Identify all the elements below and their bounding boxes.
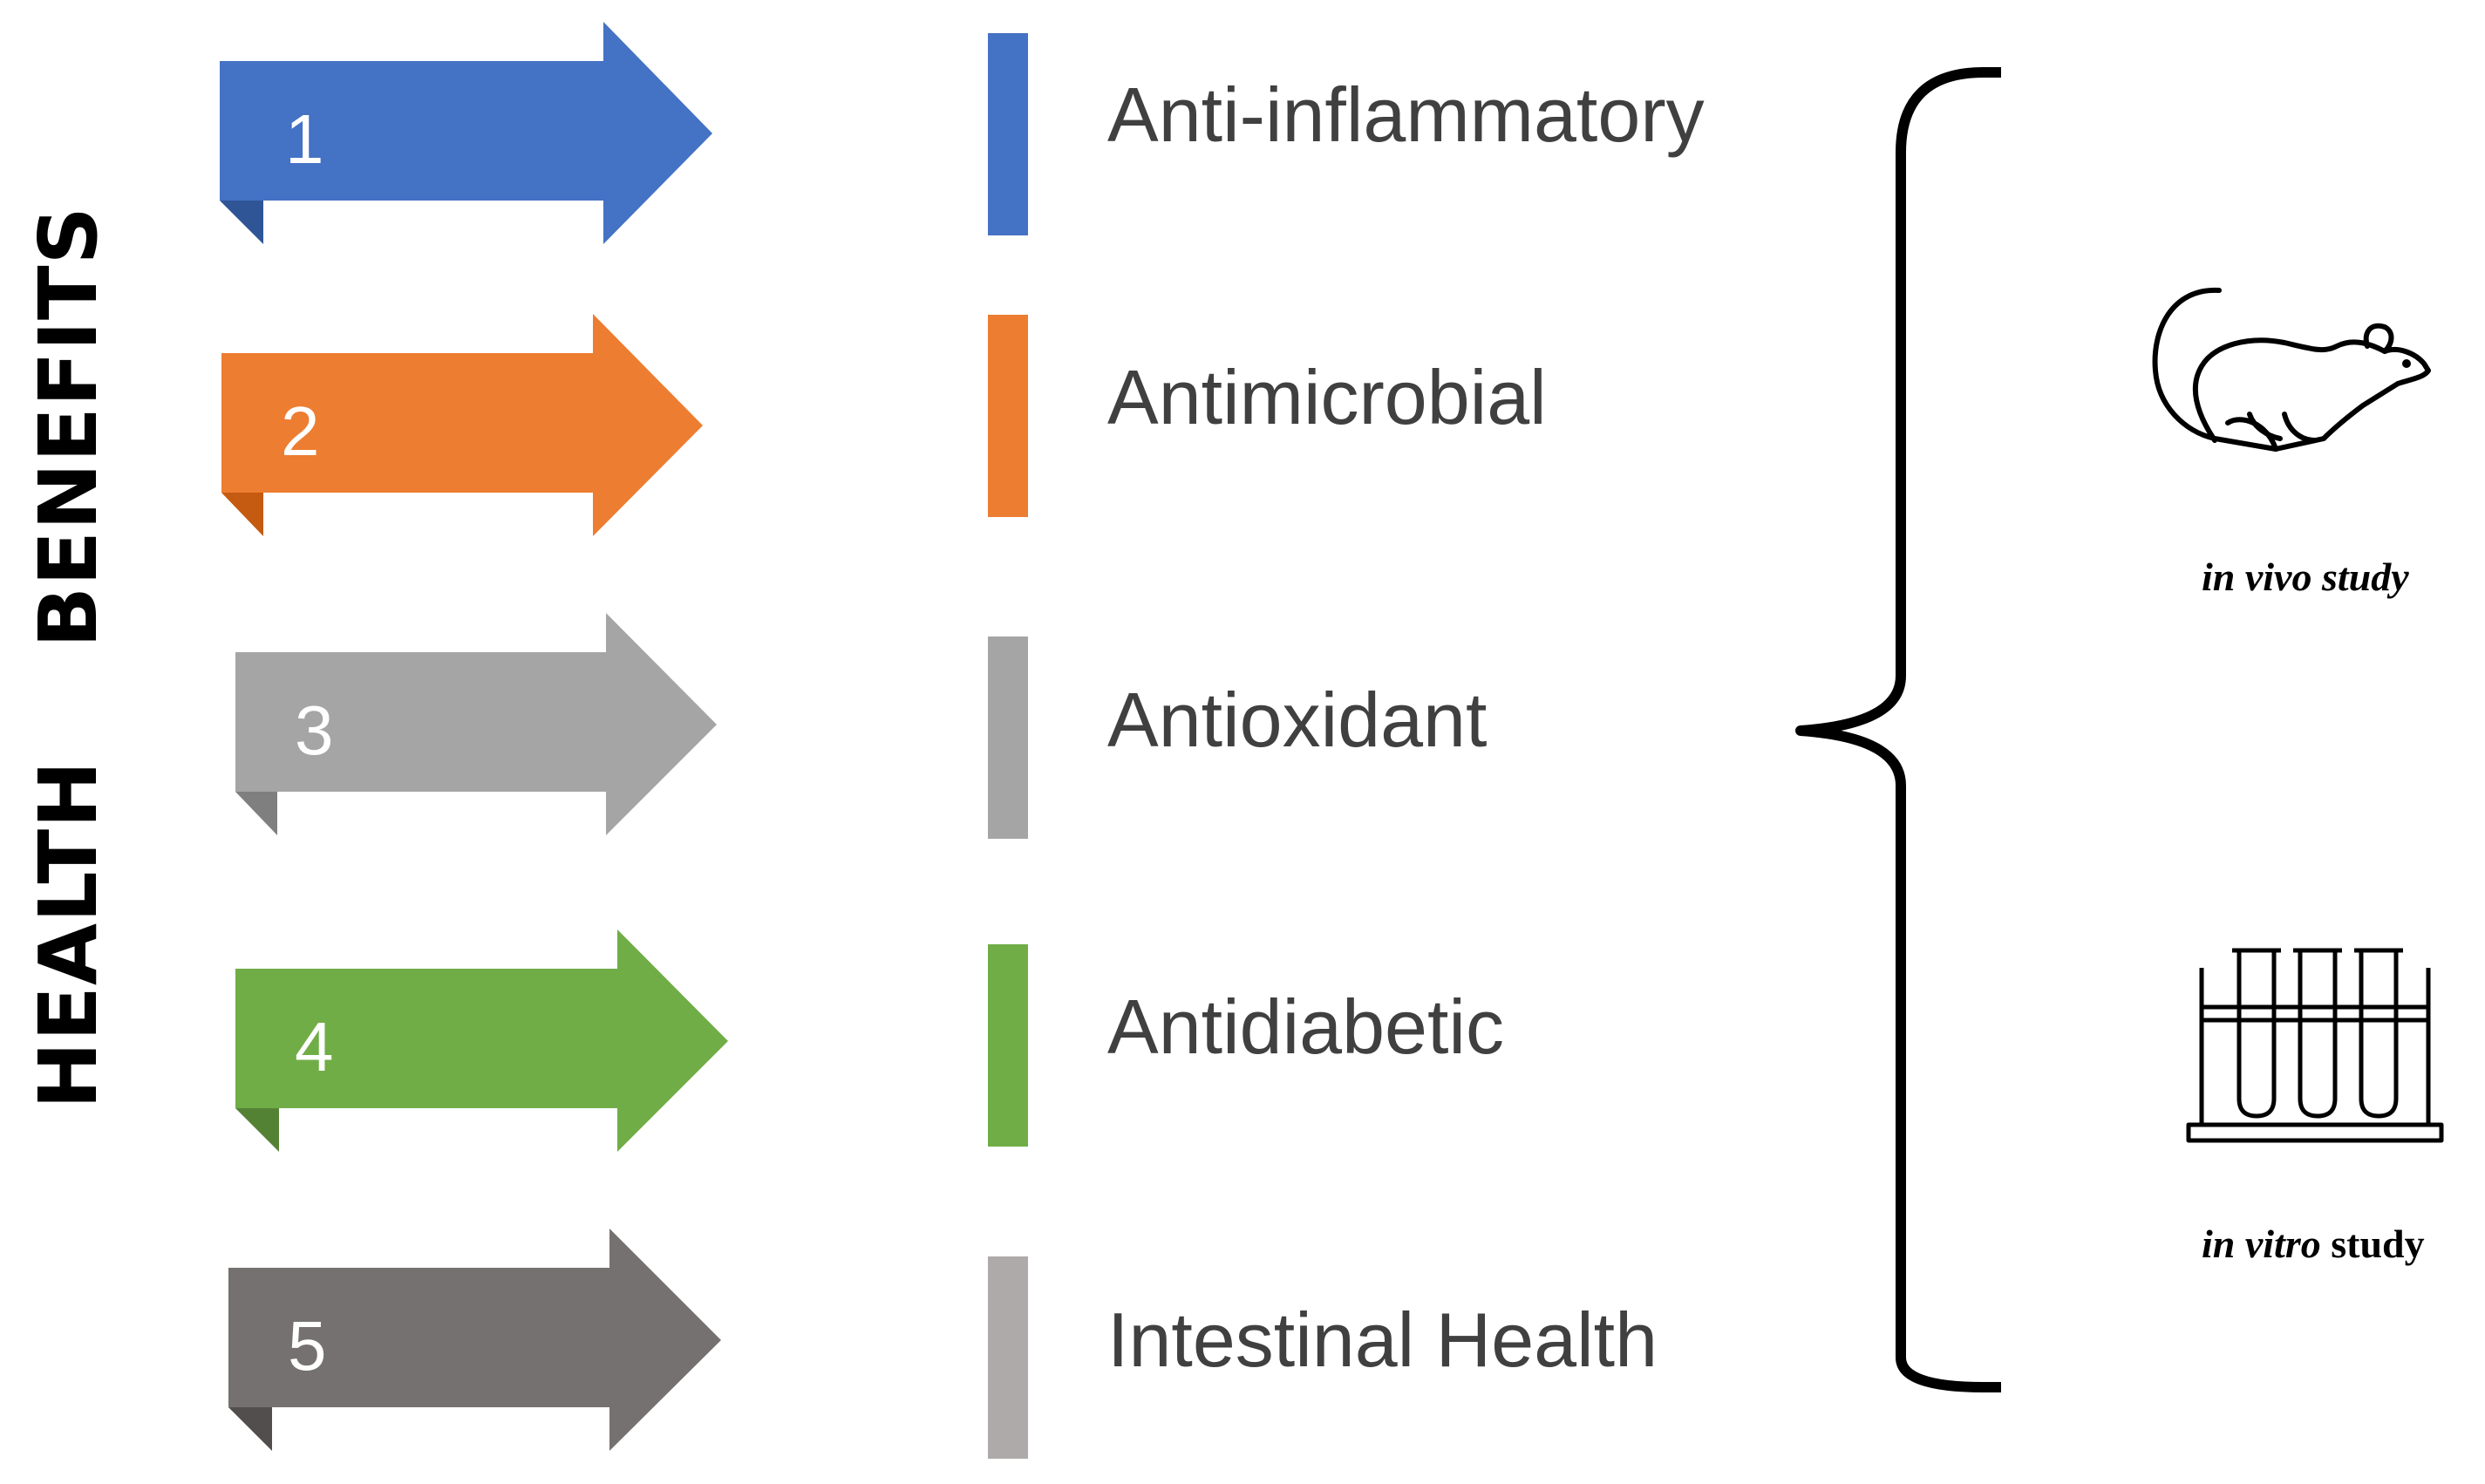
- color-bar-2: [988, 315, 1028, 517]
- in-vitro-study-label: in vitro study: [2202, 1221, 2425, 1267]
- arrow-fold: [221, 493, 263, 536]
- arrow-body: [221, 314, 703, 536]
- arrow-fold: [220, 201, 263, 244]
- arrow-fold: [235, 792, 277, 835]
- benefit-number: 5: [288, 1307, 327, 1385]
- mouse-icon: [2152, 287, 2431, 452]
- benefit-number: 3: [295, 691, 334, 769]
- benefit-label-3: Antioxidant: [1107, 677, 1488, 763]
- title-benefits: BENEFITS: [22, 206, 115, 648]
- benefit-arrow-5: 5: [228, 1229, 725, 1451]
- benefit-label-4: Antidiabetic: [1107, 984, 1504, 1070]
- benefit-arrow-3: 3: [235, 613, 724, 835]
- benefit-label-2: Antimicrobial: [1107, 354, 1547, 440]
- test-tubes-icon: [2186, 948, 2444, 1143]
- arrow-fold: [235, 1108, 279, 1152]
- arrow-body: [228, 1229, 721, 1451]
- curly-brace: [1795, 67, 2001, 1392]
- benefit-arrow-4: 4: [235, 929, 732, 1152]
- arrow-fold: [228, 1407, 272, 1451]
- benefit-number: 4: [295, 1008, 334, 1086]
- in-vivo-study-label: in vivo study: [2202, 554, 2409, 600]
- benefit-number: 2: [281, 392, 320, 470]
- arrow-body: [235, 929, 728, 1152]
- arrow-body: [235, 613, 717, 835]
- benefit-label-5: Intestinal Health: [1107, 1297, 1658, 1383]
- in-vitro-italic: in vitro: [2202, 1222, 2321, 1266]
- benefit-label-1: Anti-inflammatory: [1107, 71, 1705, 158]
- arrow-body: [220, 22, 712, 244]
- in-vitro-study-word: study: [2320, 1222, 2425, 1266]
- in-vivo-italic: in vivo: [2202, 555, 2312, 599]
- color-bar-5: [988, 1256, 1028, 1459]
- color-bar-1: [988, 33, 1028, 235]
- benefit-arrow-1: 1: [220, 22, 717, 244]
- benefit-arrow-2: 2: [221, 314, 710, 536]
- benefit-number: 1: [285, 100, 324, 178]
- color-bar-3: [988, 636, 1028, 839]
- title-health: HEALTH: [22, 759, 115, 1109]
- color-bar-4: [988, 944, 1028, 1147]
- in-vivo-study-word: study: [2311, 555, 2409, 599]
